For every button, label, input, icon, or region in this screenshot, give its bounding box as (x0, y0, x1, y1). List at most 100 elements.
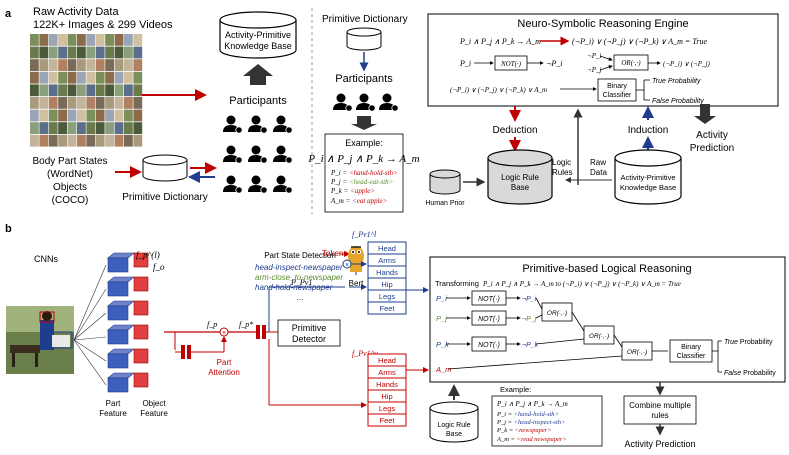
mosaic-thumb (48, 46, 58, 59)
mosaic-thumb (39, 122, 49, 134)
mosaic-thumb (114, 134, 124, 147)
mosaic-thumb (86, 134, 96, 147)
cnn-block (107, 324, 135, 331)
attention-block-2 (187, 345, 191, 359)
mosaic-thumb (133, 97, 143, 109)
logic-wire (535, 297, 543, 310)
activity-pred-2: Prediction (690, 143, 734, 154)
example-label: Example: (345, 138, 383, 148)
mosaic-thumb (58, 109, 67, 122)
cnn-link (73, 264, 107, 341)
raw-data-2: Data (590, 168, 607, 177)
example-pj: P_j = <head-eat-sth> (330, 178, 394, 186)
mosaic-thumb (86, 46, 96, 59)
mosaic-thumb (95, 84, 105, 97)
ex-pk-key: P_k = (330, 187, 350, 195)
up-arrow-kb (243, 64, 273, 85)
ex2-pj: P_j = <head-inspect-sth> (496, 419, 565, 426)
reasoning-box (429, 256, 786, 383)
mosaic-thumb (67, 71, 77, 84)
mid-dictionary-cylinder (346, 27, 382, 51)
mosaic-thumb (124, 109, 133, 122)
mosaic-thumb (30, 34, 39, 46)
fp-l-label: f_p^(l) (136, 250, 160, 260)
attention-block-1 (181, 345, 185, 359)
mosaic-thumb (105, 46, 114, 59)
mosaic-thumb (39, 59, 49, 71)
cnn-block (107, 305, 129, 321)
mosaic-thumb (30, 59, 39, 71)
mosaic-thumb (124, 34, 133, 46)
not-label: NOT(·) (478, 342, 500, 349)
mosaic-thumb (86, 122, 96, 134)
mosaic-thumb (86, 84, 96, 97)
cnn-link (73, 288, 107, 341)
mosaic-thumb (124, 71, 133, 84)
mosaic-thumb (77, 59, 86, 71)
fpv1-l-label: f_Pv1^l (352, 230, 377, 239)
mosaic-thumb (114, 34, 124, 46)
mosaic-thumb (67, 59, 77, 71)
panel-a-label: a (5, 8, 12, 20)
cnn-link (73, 312, 107, 341)
raw-data-subtitle: 122K+ Images & 299 Videos (33, 19, 173, 31)
mosaic-thumb (86, 97, 96, 109)
cnn-stack (73, 252, 149, 393)
mosaic-thumb (67, 34, 77, 46)
kb-bottom-label-2: Knowledge Base (620, 183, 676, 192)
mosaic-thumb (30, 84, 39, 97)
mosaic-thumb (58, 59, 67, 71)
mosaic-thumb (67, 122, 77, 134)
cnn-block (107, 329, 129, 345)
cnn-block (107, 281, 129, 297)
wordnet-label: (WordNet) (47, 169, 93, 180)
mosaic-thumb (39, 97, 49, 109)
mosaic-thumb (133, 122, 143, 134)
engine-false-prob: False Probability (652, 98, 704, 105)
combine-2: rules (651, 411, 668, 420)
fp-label: f_p (207, 320, 217, 329)
mosaic-thumb (77, 122, 86, 134)
mosaic-thumb (77, 34, 86, 46)
object-feature-1: Object (142, 399, 166, 408)
engine-not-label: NOT(·) (500, 60, 522, 68)
part-name: Arms (378, 368, 396, 377)
part-feature-2: Feature (99, 409, 127, 418)
mosaic-thumb (95, 134, 105, 147)
mosaic-thumb (77, 84, 86, 97)
mosaic-thumb (39, 134, 49, 147)
logic-rules-1: Logic (552, 158, 571, 167)
lrb-label-1: Logic Rule (501, 173, 539, 182)
activity-pred-arrow (694, 104, 716, 124)
mosaic-thumb (48, 34, 58, 46)
part-name: Head (378, 244, 396, 253)
mosaic-thumb (124, 59, 133, 71)
engine-or-in2 (599, 65, 613, 71)
part-attention-2: Attention (208, 368, 240, 377)
ex-pk-val: <apple> (350, 187, 375, 195)
mosaic-thumb (39, 109, 49, 122)
transform-formula: P_i ∧ P_j ∧ P_k → A_m to (¬P_i) ∨ (¬P_j)… (482, 280, 681, 288)
mosaic-thumb (114, 84, 124, 97)
mosaic-thumb (67, 97, 77, 109)
psd-title: Part State Detection (264, 251, 336, 260)
not-label: NOT(·) (478, 316, 500, 323)
logic-input: P_k (436, 340, 450, 349)
ex2-label: Example: (500, 385, 531, 394)
combine-box (623, 395, 697, 425)
object-block (133, 300, 149, 316)
binary-label-2: Classifier (677, 353, 706, 360)
mosaic-thumb (67, 134, 77, 147)
example-box (324, 133, 404, 213)
transforming-label: Transforming (435, 279, 479, 288)
mosaic-thumb (86, 71, 96, 84)
mosaic-thumb (105, 84, 114, 97)
mosaic-thumb (58, 122, 67, 134)
mosaic-thumb (39, 34, 49, 46)
binary-label-1: Binary (681, 344, 701, 351)
image-mosaic (30, 34, 143, 147)
cnn-link (73, 336, 107, 341)
